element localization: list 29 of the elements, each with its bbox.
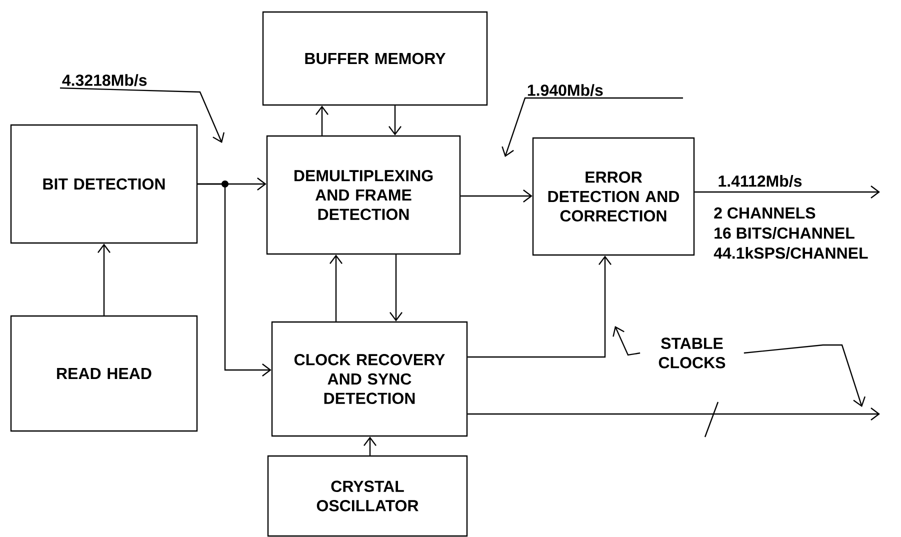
edge-label: 1.4112Mb/s <box>718 175 802 187</box>
leader-line <box>744 344 866 407</box>
annotation-text: 1.940Mb/s <box>528 84 603 96</box>
read-head-box: READ HEAD <box>10 315 198 432</box>
arrow <box>468 408 880 420</box>
spec-text: 44.1kSPS/CHANNEL <box>714 247 868 259</box>
detector-box: BIT DETECTION <box>10 124 198 244</box>
arrow <box>694 186 880 198</box>
memory-box: BUFFER MEMORY <box>262 11 488 106</box>
arrow <box>460 190 532 202</box>
arrow <box>390 254 402 322</box>
spec-text: 2 CHANNELS <box>714 207 816 219</box>
arrow <box>98 244 110 316</box>
arrow <box>316 106 328 136</box>
annotation-text: 4.3218Mb/s <box>62 74 147 86</box>
spec-text: 16 BITS/CHANNEL <box>714 227 854 239</box>
arrow <box>198 183 272 376</box>
process-box: ERROR DETECTION AND CORRECTION <box>532 137 695 256</box>
annotation-text: STABLE CLOCKS <box>658 338 726 368</box>
leader-line <box>60 87 225 143</box>
arrow <box>468 256 612 358</box>
oscillator-box: CRYSTAL OSCILLATOR <box>267 455 468 537</box>
process-box: CLOCK RECOVERY AND SYNC DETECTION <box>271 321 468 437</box>
arrow <box>388 106 402 136</box>
leader-line <box>502 97 684 157</box>
arrow <box>330 254 342 322</box>
leader-line <box>612 326 640 356</box>
process-box: DEMULTIPLEXING AND FRAME DETECTION <box>266 135 461 255</box>
arrow <box>364 436 376 456</box>
